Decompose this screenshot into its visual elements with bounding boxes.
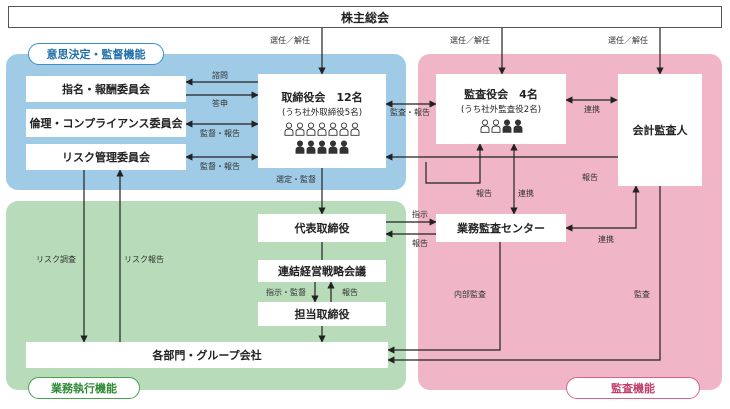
board-of-directors-box: 取締役会 12名 (うち社外取締役5名) [258, 74, 386, 168]
instruct-label: 指示 [412, 210, 428, 219]
board-title: 取締役会 12名 [281, 90, 363, 104]
risk-management-committee-label: リスク管理委員会 [62, 151, 150, 164]
elect-dismiss-label-board: 選任／解任 [270, 36, 310, 45]
instruct-supervise-label: 指示・監督 [266, 288, 306, 297]
representative-director-label: 代表取締役 [294, 222, 350, 235]
departments-group-companies-box: 各部門・グループ会社 [26, 342, 388, 368]
shareholders-meeting-label: 株主総会 [340, 10, 389, 25]
ethics-compliance-committee-label: 倫理・コンプライアンス委員会 [29, 117, 183, 130]
person-filled-icon [328, 139, 338, 154]
audit-label: 監査 [634, 290, 650, 299]
audit-function-tag: 監査機能 [566, 377, 700, 399]
person-filled-icon [502, 118, 511, 133]
nomination-committee-label: 指名・報酬委員会 [62, 83, 150, 96]
board-subtitle: (うち社外取締役5名) [281, 107, 363, 118]
internal-audit-center-label: 業務監査センター [457, 222, 545, 235]
internal-audit-center-box: 業務監査センター [436, 214, 566, 242]
director-in-charge-box: 担当取締役 [258, 302, 386, 326]
accounting-auditor-label: 会計監査人 [632, 124, 688, 137]
person-filled-icon [295, 139, 305, 154]
person-filled-icon [339, 139, 349, 154]
answer-label: 答申 [212, 99, 228, 108]
person-outline-icon [328, 121, 338, 136]
cooperate-label-audit-center: 連携 [518, 189, 534, 198]
consolidated-strategy-meeting-box: 連結経営戦略会議 [258, 260, 386, 282]
person-outline-icon [306, 121, 316, 136]
audit-board-box: 監査役会 4名 (うち社外監査役2名) [436, 74, 566, 144]
person-filled-icon [317, 139, 327, 154]
decision-supervision-tag: 意思決定・監督機能 [28, 43, 164, 65]
audit-board-title: 監査役会 4名 [464, 87, 538, 101]
shareholders-meeting-box: 株主総会 [8, 6, 722, 28]
person-outline-icon [491, 118, 500, 133]
cooperate-label-accounting: 連携 [584, 105, 600, 114]
audit-report-label: 監査・報告 [390, 108, 430, 117]
business-execution-tag: 業務執行機能 [28, 377, 140, 399]
person-filled-icon [513, 118, 522, 133]
person-outline-icon [317, 121, 327, 136]
person-outline-icon [295, 121, 305, 136]
report-label-president: 報告 [412, 239, 428, 248]
risk-management-committee-box: リスク管理委員会 [26, 144, 186, 170]
consolidated-strategy-meeting-label: 連結経営戦略会議 [278, 265, 366, 278]
report-label-accounting: 報告 [582, 173, 598, 182]
elect-dismiss-label-auditors: 選任／解任 [450, 36, 490, 45]
person-filled-icon [306, 139, 316, 154]
internal-audit-label: 内部監査 [454, 290, 486, 299]
audit-board-members [480, 118, 523, 133]
board-inside-members [295, 139, 349, 154]
ethics-compliance-committee-box: 倫理・コンプライアンス委員会 [26, 109, 186, 137]
report-label-audit-center: 報告 [476, 189, 492, 198]
person-outline-icon [339, 121, 349, 136]
departments-group-companies-label: 各部門・グループ会社 [152, 349, 262, 362]
cooperate-label-center-accounting: 連携 [598, 235, 614, 244]
report-label-director: 報告 [342, 288, 358, 297]
risk-survey-label: リスク調査 [36, 255, 76, 264]
nomination-committee-box: 指名・報酬委員会 [26, 76, 186, 102]
elect-dismiss-label-accounting: 選任／解任 [608, 36, 648, 45]
person-outline-icon [284, 121, 294, 136]
appoint-supervise-label: 選定・監督 [276, 175, 316, 184]
supervise-report-label-risk: 監督・報告 [200, 162, 240, 171]
consult-label: 諮問 [212, 71, 228, 80]
director-in-charge-label: 担当取締役 [294, 308, 350, 321]
person-outline-icon [480, 118, 489, 133]
supervise-report-label-ethics: 監督・報告 [200, 129, 240, 138]
accounting-auditor-box: 会計監査人 [618, 74, 702, 186]
representative-director-box: 代表取締役 [258, 214, 386, 242]
audit-board-subtitle: (うち社外監査役2名) [460, 104, 542, 115]
person-outline-icon [350, 121, 360, 136]
board-outside-members [284, 121, 360, 136]
risk-report-label: リスク報告 [124, 255, 164, 264]
